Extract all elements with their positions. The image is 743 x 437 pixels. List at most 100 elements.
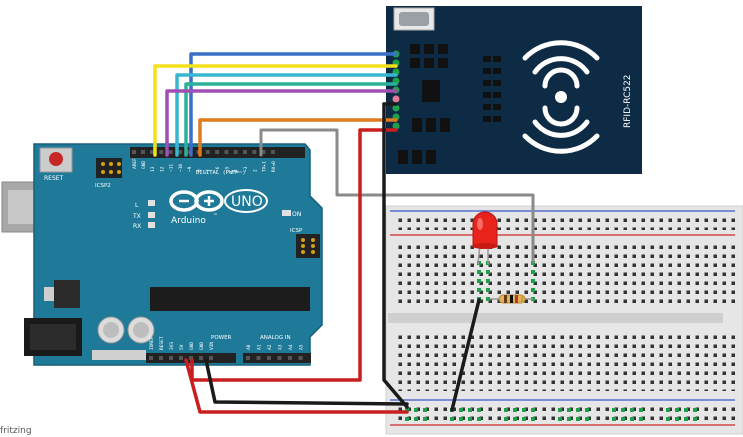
icsp-label: ICSP <box>290 228 303 234</box>
digital-pin-label: 7 <box>206 169 212 172</box>
icsp2-header <box>96 158 122 178</box>
digital-pin <box>233 150 238 154</box>
bottom-pin <box>267 356 271 360</box>
digital-pin-label: ~6 <box>215 166 221 172</box>
digital-pin-label: RX◂0 <box>271 161 277 172</box>
digital-pin-label: 2 <box>252 169 258 172</box>
digital-pin-label: ~5 <box>224 166 230 172</box>
bottom-pin <box>277 356 282 360</box>
pin-aref <box>132 150 136 154</box>
wire-black-rfid2 <box>382 102 409 409</box>
bottom-pin-label: GND <box>199 342 205 350</box>
bottom-pin-label: A3 <box>278 344 284 350</box>
bottom-pin-label: GND <box>189 342 195 350</box>
tx-led <box>148 212 155 218</box>
bottom-pin-label: VIN <box>209 342 215 350</box>
bottom-pin-label: 5V <box>179 344 185 350</box>
digital-pin-label: 8 <box>197 169 203 172</box>
bottom-pin-label: RESET <box>159 336 165 350</box>
digital-pin <box>261 150 266 154</box>
wire-red-rfid <box>190 128 398 382</box>
arduino-uno-board <box>1 143 323 366</box>
bottom-pin <box>179 356 183 360</box>
digital-header-pins <box>132 150 275 154</box>
pin-gnd-top <box>141 150 145 154</box>
brand-label: Arduino <box>171 216 206 226</box>
wire-black-led <box>450 298 481 412</box>
digital-pin <box>177 150 182 154</box>
bottom-pin-label: A4 <box>288 344 294 350</box>
tx-label: TX <box>132 213 141 220</box>
power-analog-pins <box>149 356 303 360</box>
reset-button-cap[interactable] <box>49 152 63 166</box>
digital-pin-label: TX▸1 <box>262 161 268 172</box>
bottom-pin-label: A1 <box>257 344 263 350</box>
pin-label-gnd: GND <box>141 161 147 169</box>
wire-teal <box>184 82 398 157</box>
digital-pin <box>224 150 229 154</box>
bottom-pin-label: 3V3 <box>169 342 175 350</box>
icsp2-label: ICSP2 <box>95 183 111 189</box>
digital-pin-label: 4 <box>234 169 240 172</box>
rfid-antenna-dot <box>555 91 567 103</box>
connected-rail-holes <box>405 261 697 421</box>
digital-pin <box>205 150 210 154</box>
digital-pin <box>150 150 154 154</box>
digital-pin <box>215 150 220 154</box>
digital-pin <box>168 150 173 154</box>
wire-orange <box>198 118 398 157</box>
icsp-header <box>296 234 320 258</box>
analog-label: ANALOG IN <box>260 335 291 341</box>
atmega-chip <box>150 287 310 311</box>
bottom-pin-label: A5 <box>299 344 305 350</box>
digital-pin <box>252 150 257 154</box>
on-label: ON <box>292 211 301 218</box>
bottom-pin <box>298 356 303 360</box>
l-label: L <box>135 202 139 209</box>
wires <box>153 52 535 414</box>
bottom-pin <box>149 356 153 360</box>
watermark: fritzing <box>0 426 32 436</box>
power-label: POWER <box>211 335 232 341</box>
digital-pin-label: ~9 <box>187 166 193 172</box>
rx-led <box>148 222 155 228</box>
wire-purple <box>165 89 398 157</box>
rfid-antenna-icon <box>522 40 600 154</box>
analog-header <box>243 353 311 363</box>
voltage-regulator <box>54 280 80 308</box>
rfid-label: RFID-RC522 <box>623 74 633 128</box>
digital-pin-label: ~11 <box>169 164 175 172</box>
wire-yellow <box>153 64 398 157</box>
digital-pin-label: 13 <box>150 166 156 172</box>
bottom-pin-label: A2 <box>267 344 273 350</box>
digital-pin <box>159 150 164 154</box>
digital-pin-label: ~10 <box>178 164 184 172</box>
tm-label: ™ <box>213 213 218 219</box>
bottom-pin <box>189 356 193 360</box>
red-led <box>472 211 498 265</box>
digital-label: DIGITAL (PWM=~) <box>196 170 246 176</box>
center-channel <box>388 313 723 323</box>
bottom-pin <box>209 356 213 360</box>
resistor <box>490 294 533 304</box>
rfid-rc522-module <box>386 6 642 174</box>
digital-pin <box>243 150 247 154</box>
top-terminal-holes <box>395 245 735 303</box>
bottom-pin-label: A0 <box>246 344 252 350</box>
digital-pin-label: 12 <box>159 166 165 172</box>
wire-gray <box>259 128 535 264</box>
digital-pin <box>187 150 192 154</box>
breadboard <box>385 205 743 435</box>
bottom-pin <box>256 356 261 360</box>
bottom-pin <box>159 356 163 360</box>
l-led <box>148 200 155 206</box>
digital-pin <box>270 150 275 154</box>
pin-label-aref: AREF <box>132 158 138 169</box>
wire-red-power <box>184 358 409 414</box>
crystal <box>92 350 146 360</box>
model-label: UNO <box>231 194 263 210</box>
rx-label: RX <box>133 223 141 230</box>
